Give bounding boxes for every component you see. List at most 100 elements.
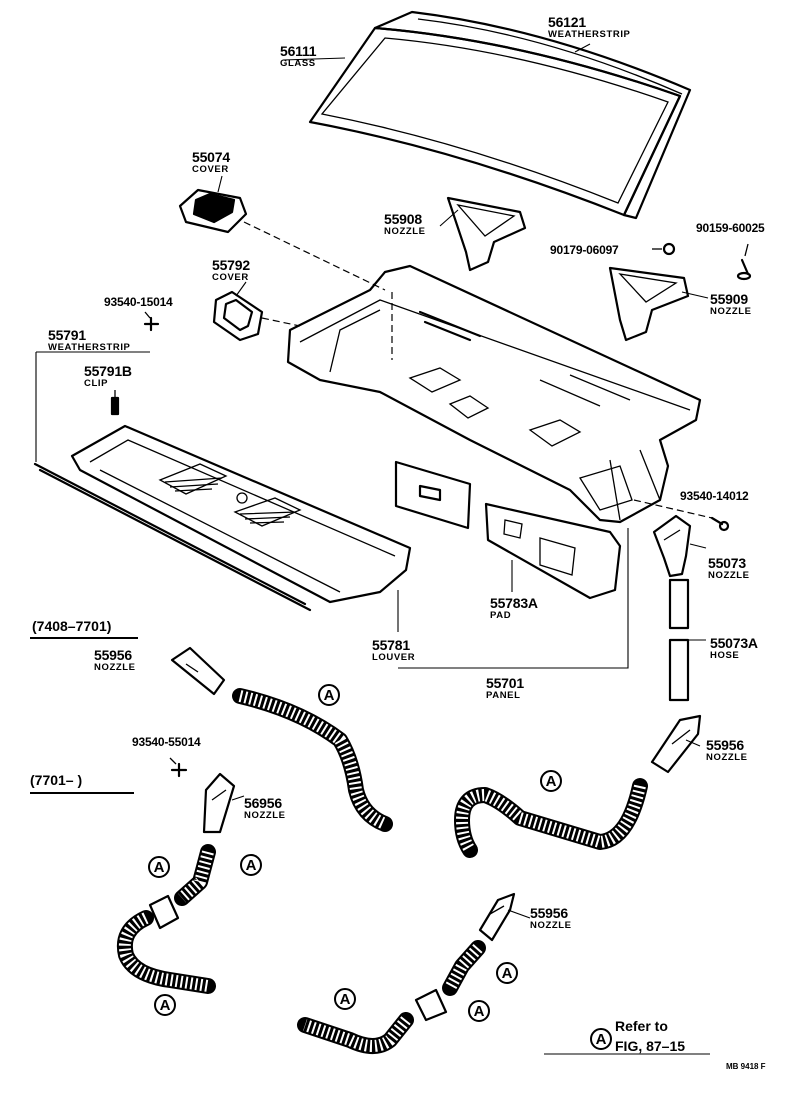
- part-number: 55073: [708, 555, 746, 571]
- part-name: LOUVER: [372, 652, 416, 663]
- drawing-code: MB 9418 F: [726, 1062, 766, 1071]
- reference-marker-a: A: [148, 856, 170, 878]
- hose-upper-left: [232, 688, 393, 832]
- clip-55791b: [110, 390, 120, 416]
- label-nozzle-55909: 55909 NOZZLE: [710, 292, 752, 317]
- part-number: 55956: [94, 647, 132, 663]
- louver-weatherstrip-55791: [33, 462, 312, 612]
- period-underline-second: [30, 792, 134, 794]
- part-number: 90179-06097: [550, 243, 619, 257]
- period-label-first: (7408–7701): [32, 618, 112, 634]
- note-figure-reference: FIG, 87–15: [615, 1038, 686, 1054]
- label-screw-93540-15014: 93540-15014: [104, 296, 173, 308]
- part-name: COVER: [192, 164, 229, 175]
- label-nozzle-55956-upper: 55956 NOZZLE: [94, 648, 136, 673]
- label-screw-93540-14012: 93540-14012: [680, 490, 749, 502]
- hose-lower-left: [117, 844, 216, 994]
- part-number: 93540-15014: [104, 295, 173, 309]
- label-cover-55074: 55074 COVER: [192, 150, 230, 175]
- hose-right: [454, 778, 648, 858]
- part-number: 55909: [710, 291, 748, 307]
- label-nut-90179: 90179-06097: [550, 244, 619, 256]
- screw-93540-14012: [633, 499, 730, 532]
- glass-weatherstrip: [373, 10, 692, 220]
- label-cover-55792: 55792 COVER: [212, 258, 250, 283]
- part-number: 55783A: [490, 595, 538, 611]
- reference-marker-a: A: [468, 1000, 490, 1022]
- period-label-second: (7701– ): [30, 772, 83, 788]
- cover-55074-part: [178, 188, 386, 291]
- nozzle-55908-part: [446, 196, 527, 272]
- part-number: 90159-60025: [696, 221, 765, 235]
- part-name: WEATHERSTRIP: [48, 342, 131, 353]
- part-name: NOZZLE: [244, 810, 286, 821]
- label-nozzle-55956-bottom: 55956 NOZZLE: [530, 906, 572, 931]
- label-nozzle-55908: 55908 NOZZLE: [384, 212, 426, 237]
- part-name: NOZZLE: [710, 306, 752, 317]
- part-name: COVER: [212, 272, 249, 283]
- reference-marker-a: A: [240, 854, 262, 876]
- part-name: PANEL: [486, 690, 521, 701]
- cowl-panel-55701: [286, 264, 702, 524]
- part-number: 55791: [48, 327, 86, 343]
- nozzle-55956-right: [650, 714, 702, 774]
- label-glass: 56111 GLASS: [280, 43, 317, 69]
- part-name: NOZZLE: [384, 226, 426, 237]
- part-number: 56111: [280, 43, 317, 59]
- part-number: 93540-55014: [132, 735, 201, 749]
- note-reference-marker: A: [590, 1028, 612, 1050]
- pad-55783a-part: [394, 460, 622, 600]
- nozzle-55956-upper: [170, 646, 226, 696]
- reference-marker-a: A: [154, 994, 176, 1016]
- label-nozzle-56956: 56956 NOZZLE: [244, 796, 286, 821]
- screw-93540-55014: [169, 757, 188, 778]
- part-name: NOZZLE: [530, 920, 572, 931]
- reference-marker-a: A: [496, 962, 518, 984]
- part-number: 93540-14012: [680, 489, 749, 503]
- louver-55781-part: [70, 424, 412, 604]
- part-name: NOZZLE: [706, 752, 748, 763]
- label-nozzle-55073: 55073 NOZZLE: [708, 556, 750, 581]
- part-number: 56121: [548, 14, 586, 30]
- part-number: 55792: [212, 257, 250, 273]
- windshield-glass: [308, 26, 682, 217]
- part-name: WEATHERSTRIP: [548, 29, 631, 40]
- part-number: 56956: [244, 795, 282, 811]
- part-name: PAD: [490, 610, 512, 621]
- part-number: 55908: [384, 211, 422, 227]
- part-number: 55073A: [710, 635, 758, 651]
- part-number: 55956: [530, 905, 568, 921]
- part-name: HOSE: [710, 650, 740, 661]
- nut-90179: [652, 242, 676, 256]
- label-pad-55783a: 55783A PAD: [490, 596, 538, 621]
- nozzle-56956-part: [202, 772, 236, 834]
- cover-55792-part: [212, 290, 301, 342]
- nozzle-55073-part: [652, 514, 692, 578]
- label-panel-55701: 55701 PANEL: [486, 676, 524, 701]
- label-screw-93540-55014: 93540-55014: [132, 736, 201, 748]
- part-number: 55781: [372, 637, 410, 653]
- part-name: NOZZLE: [708, 570, 750, 581]
- nozzle-55956-bottom: [478, 892, 516, 942]
- label-nozzle-55956-right: 55956 NOZZLE: [706, 738, 748, 763]
- hose-bottom: [297, 940, 486, 1054]
- period-underline-first: [30, 637, 138, 639]
- part-name: NOZZLE: [94, 662, 136, 673]
- reference-marker-a: A: [334, 988, 356, 1010]
- part-name: GLASS: [280, 58, 316, 69]
- reference-marker-a: A: [540, 770, 562, 792]
- screw-93540-15014: [143, 311, 160, 332]
- label-hose-55073a: 55073A HOSE: [710, 636, 758, 661]
- hose-55073a-part: [668, 578, 690, 702]
- part-number: 55074: [192, 149, 230, 165]
- part-name: CLIP: [84, 378, 109, 389]
- leader-lines: [35, 43, 709, 919]
- reference-marker-a: A: [318, 684, 340, 706]
- label-weatherstrip-56121: 56121 WEATHERSTRIP: [548, 15, 631, 40]
- part-number: 55956: [706, 737, 744, 753]
- nozzle-55909-part: [608, 266, 690, 342]
- label-louver-55781: 55781 LOUVER: [372, 638, 415, 663]
- part-number: 55791B: [84, 363, 132, 379]
- label-clip-55791b: 55791B CLIP: [84, 364, 132, 389]
